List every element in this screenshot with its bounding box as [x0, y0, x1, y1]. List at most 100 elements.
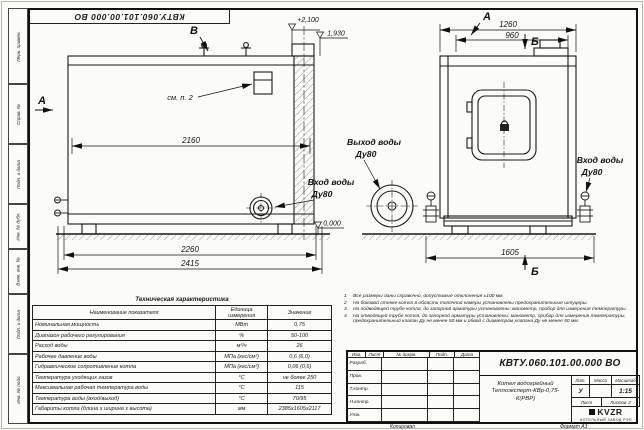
tech-cell: МВт — [215, 319, 269, 331]
tech-col-unit: Единица измерения — [215, 304, 269, 321]
leg — [277, 223, 293, 235]
copied-label: Копировал — [390, 424, 415, 430]
tech-cell: 115 — [267, 382, 332, 394]
tech-cell: 70/95 — [267, 392, 332, 405]
see-note-label: см. п. 2 — [167, 93, 193, 102]
tech-col-value: Значение — [267, 304, 332, 321]
inlet-side-label: Вход воды — [577, 155, 624, 165]
side-view — [362, 39, 596, 240]
view-b-label: В — [190, 25, 198, 37]
sheets-label: Листов — [610, 399, 627, 405]
leg — [451, 225, 469, 235]
tech-cell: Рабочее давление воды — [31, 350, 217, 363]
elevation-marks — [287, 23, 348, 234]
margin-cell-invdubl: Инв. № дубл. — [8, 204, 28, 249]
note-item: 3 На подводящей трубе котла, до запорной … — [344, 307, 636, 313]
dim-2160: 2160 — [181, 136, 200, 145]
leg — [81, 223, 97, 235]
tech-cell: Номинальная мощность — [31, 319, 217, 331]
col-podp: Подп. — [430, 352, 455, 359]
inlet-side-dn: Ду80 — [581, 167, 603, 177]
outlet-arrow — [363, 159, 381, 190]
door-hinge — [466, 137, 473, 149]
door-hinge — [466, 101, 473, 113]
ground-hatch — [362, 234, 596, 240]
margin-label: Инв. № подл. — [15, 374, 21, 404]
margin-cell-vzam: Взам. инв. № — [8, 249, 28, 294]
tech-cell: не более 250 — [267, 371, 332, 384]
tech-cell: мм — [215, 403, 269, 415]
front-dimensions — [57, 138, 323, 274]
inlet-front-arrow — [274, 199, 315, 208]
top-fitting-2 — [241, 42, 251, 56]
section-b-top-label: Б — [531, 36, 539, 48]
inlet-side-arrow — [585, 177, 592, 193]
boiler-body-front — [67, 55, 315, 225]
note-text: На боковой стенке котла в области топочн… — [353, 300, 588, 306]
margin-label: Взам. инв. № — [15, 257, 21, 286]
title-block: Изм. Лист № докум. Подп. Дата Разраб. Пр… — [346, 350, 640, 424]
view-b-arrow — [199, 36, 209, 52]
sign-row: Н.контр. — [348, 396, 480, 410]
format-label: Формат А3 — [560, 424, 588, 430]
tech-cell: Диапазон рабочего регулирования — [31, 329, 217, 342]
title-block-lower: Котел водогрейный Теплоэксперт-КВр-0,75-… — [480, 376, 640, 422]
sign-row: Пров. — [348, 370, 480, 384]
product-name: Котел водогрейный Теплоэксперт-КВр-0,75-… — [480, 376, 572, 422]
side-dimensions — [425, 24, 595, 263]
margin-label: Перв. примен. — [15, 30, 21, 62]
dim-2260: 2260 — [180, 245, 199, 254]
note-number: 3 — [344, 307, 347, 313]
door-lock-icon — [500, 124, 509, 131]
margin-label: Инв. № дубл. — [15, 212, 21, 241]
meta-values: У 1:15 — [572, 385, 640, 398]
tech-cell: 2385х1605х2117 — [267, 403, 332, 415]
note-text: На отводящей трубе котла, до запорной ар… — [353, 313, 626, 325]
view-a-top-arrow — [470, 22, 481, 36]
margin-cell-invpodl: Инв. № подл. — [8, 354, 28, 424]
side-valve-left — [423, 191, 439, 223]
inlet-front-label: Вход воды — [308, 177, 355, 187]
tech-cell: Температура воды (вход/выход) — [31, 392, 217, 405]
company-abbr: KVZR — [597, 407, 623, 417]
tech-cell: 0,75 — [267, 319, 332, 331]
sign-row: Т.контр. — [348, 383, 480, 397]
tech-cell: МПа (кгс/см²) — [215, 350, 269, 363]
tech-cell: 0,6 (6,0) — [267, 350, 332, 363]
drain-valve — [54, 196, 68, 217]
ground-hatch — [56, 234, 330, 240]
note-number: 4 — [344, 313, 347, 319]
margin-cell-podp2: Подп. и дата — [8, 294, 28, 354]
margin-label: Подп. и дата — [15, 309, 21, 339]
mass-label: Масса — [590, 376, 612, 385]
margin-cell-perv: Перв. примен. — [8, 8, 28, 84]
tech-title: Техническая характеристика — [135, 296, 229, 303]
inverted-doc-stamp: КВТУ.060.101.00.000 ВО — [30, 10, 230, 24]
inlet-front-dn: Ду80 — [311, 189, 333, 199]
tech-cell: °С — [215, 392, 269, 405]
view-a-left-label: А — [37, 95, 46, 107]
sheets-value: 2 — [628, 399, 631, 405]
title-block-right: КВТУ.060.101.00.000 ВО Котел водогрейный… — [480, 352, 640, 422]
doc-number: КВТУ.060.101.00.000 ВО — [480, 352, 640, 376]
scale-label: Масштаб — [612, 376, 640, 385]
section-b-bottom-label: Б — [531, 266, 539, 278]
margin-cell-sprav: Справ. № — [8, 84, 28, 144]
sheet-label: Лист — [572, 398, 602, 407]
note-text: Все размеры даны справочно, допустимые о… — [353, 294, 504, 299]
tech-col-name: Наименование показателя — [31, 304, 217, 321]
sign-row: Разраб. — [348, 358, 480, 371]
note-number: 2 — [344, 300, 347, 306]
drawing-frame — [28, 8, 638, 424]
note-text: На подводящей трубе котла, до запорной а… — [353, 307, 628, 313]
side-valve-right — [577, 191, 593, 223]
signature-rows: Разраб. Пров. Т.контр. Н.контр. Утв. — [348, 358, 480, 422]
see-note-arrow — [197, 83, 253, 98]
tech-characteristics: Техническая характеристика Наименование … — [31, 296, 332, 415]
row-prov: Пров. — [348, 370, 382, 384]
company-logo: KVZR — [589, 407, 622, 417]
